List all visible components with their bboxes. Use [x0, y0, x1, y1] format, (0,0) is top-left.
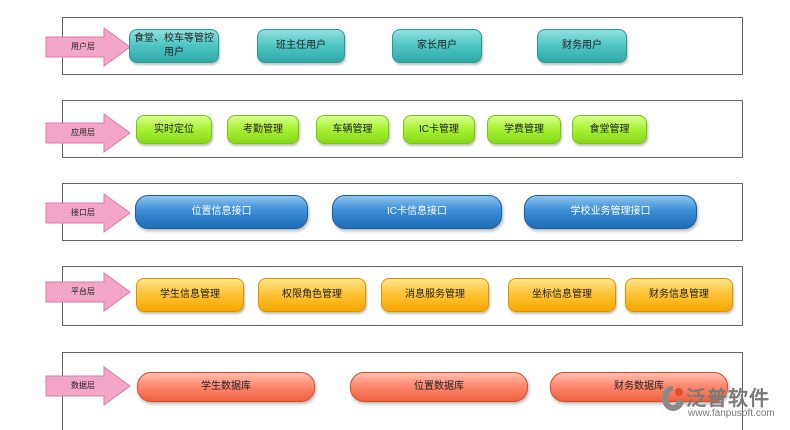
platform-layer-label: 平台层	[71, 287, 95, 296]
permission-role-management-node: 权限角色管理	[258, 278, 366, 312]
app-layer-label: 应用层	[71, 128, 95, 137]
attendance-node: 考勤管理	[227, 115, 299, 144]
platform-layer-arrow: 平台层	[44, 271, 132, 313]
school-business-interface-node: 学校业务管理接口	[524, 195, 697, 229]
finance-info-management-node: 财务信息管理	[625, 278, 733, 312]
student-database-node: 学生数据库	[137, 372, 315, 402]
interface-layer-label: 接口层	[71, 208, 95, 217]
tuition-management-node: 学费管理	[487, 115, 561, 144]
logo-url: www.fanpusoft.com	[688, 408, 775, 419]
location-interface-node: 位置信息接口	[135, 195, 308, 229]
location-database-node: 位置数据库	[350, 372, 528, 402]
student-info-management-node: 学生信息管理	[136, 278, 244, 312]
user-layer-label: 用户层	[71, 42, 95, 51]
finance-user-node: 财务用户	[537, 29, 627, 63]
data-layer-arrow: 数据层	[44, 365, 132, 407]
app-layer-arrow: 应用层	[44, 112, 132, 154]
realtime-location-node: 实时定位	[136, 115, 212, 144]
vehicle-management-node: 车辆管理	[316, 115, 389, 144]
message-service-management-node: 消息服务管理	[381, 278, 489, 312]
canteen-management-node: 食堂管理	[572, 115, 647, 144]
ic-card-management-node: IC卡管理	[403, 115, 475, 144]
canteen-bus-user-node: 食堂、校车等管控用户	[129, 29, 219, 63]
data-layer-label: 数据层	[71, 381, 95, 390]
interface-layer-arrow: 接口层	[44, 192, 132, 234]
fanpusoft-logo-icon	[662, 386, 684, 411]
parent-user-node: 家长用户	[392, 29, 482, 63]
head-teacher-user-node: 班主任用户	[257, 29, 345, 63]
ic-card-interface-node: IC卡信息接口	[332, 195, 502, 229]
finance-database-node: 财务数据库	[550, 372, 728, 402]
fanpusoft-logo: 泛普软件 www.fanpusoft.com	[660, 382, 785, 426]
logo-name: 泛普软件	[686, 388, 770, 410]
coordinate-info-management-node: 坐标信息管理	[508, 278, 616, 312]
user-layer-arrow: 用户层	[44, 26, 132, 68]
